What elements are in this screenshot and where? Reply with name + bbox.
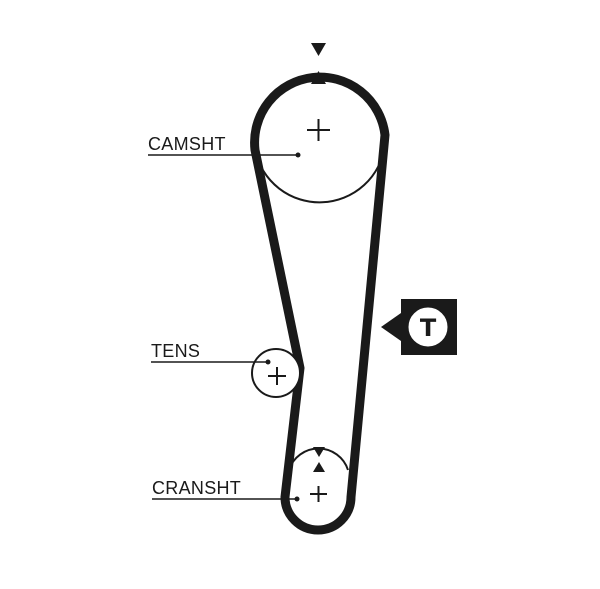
camshaft-timing-mark-bottom-icon [311,71,326,84]
camshaft-pulley-arc [254,144,386,204]
crankshaft-pulley [288,447,349,502]
camshaft-pulley [254,43,386,204]
crankshaft-center-icon [310,486,327,502]
camshaft-label-group: CAMSHT [148,134,301,158]
crankshaft-leader-dot [294,496,300,502]
crankshaft-label-group: CRANSHT [152,478,300,502]
timing-belt [250,72,390,535]
tensioner-center-icon [268,367,286,385]
tensioner-label: TENS [151,341,200,361]
crankshaft-timing-mark-top-icon [313,447,325,457]
crankshaft-label: CRANSHT [152,478,241,498]
tensioner-leader-dot [265,359,271,365]
crankshaft-timing-mark-bottom-icon [313,462,325,472]
tension-pointer-arrow [381,313,401,341]
tension-badge-circle [408,307,448,347]
camshaft-label: CAMSHT [148,134,226,154]
tensioner-pulley [251,348,301,398]
camshaft-leader-dot [295,152,301,158]
tension-point-icon: T [381,299,457,355]
camshaft-timing-mark-top-icon [311,43,326,56]
tensioner-label-group: TENS [151,341,271,365]
camshaft-center-icon [307,119,330,141]
tension-badge-letter: T [420,314,437,342]
